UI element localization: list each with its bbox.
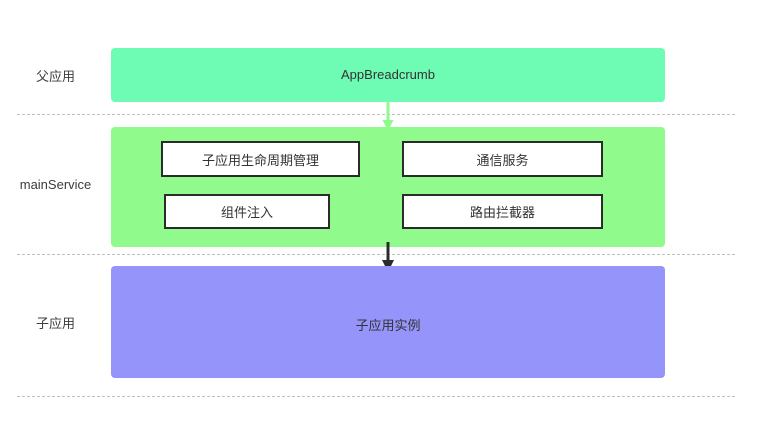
lane-divider-bottom xyxy=(17,396,735,397)
service-box-communication[interactable]: 通信服务 xyxy=(402,141,603,177)
lane-label-child-app: 子应用 xyxy=(35,316,75,331)
service-box-communication-label: 通信服务 xyxy=(476,152,529,168)
band-title-app-breadcrumb: AppBreadcrumb xyxy=(341,67,435,82)
service-box-route-guard-label: 路由拦截器 xyxy=(469,205,535,220)
band-child-app[interactable]: 子应用实例 xyxy=(111,266,665,378)
arrow-down-icon-parent-to-main xyxy=(382,101,394,131)
lane-divider-main-child xyxy=(17,254,735,255)
band-parent-app[interactable]: AppBreadcrumb xyxy=(111,48,665,102)
lane-label-parent-app: 父应用 xyxy=(35,69,75,84)
lane-divider-parent-main xyxy=(17,114,735,115)
band-main-service[interactable]: 子应用生命周期管理 通信服务 组件注入 路由拦截器 xyxy=(111,127,665,247)
lane-label-main-service: mainService xyxy=(19,177,92,192)
service-box-route-guard[interactable]: 路由拦截器 xyxy=(402,194,603,229)
service-box-component-injection-label: 组件注入 xyxy=(220,205,273,220)
band-title-child-app-instance: 子应用实例 xyxy=(355,318,421,333)
service-box-component-injection[interactable]: 组件注入 xyxy=(164,194,330,229)
service-box-lifecycle[interactable]: 子应用生命周期管理 xyxy=(161,141,360,177)
service-box-lifecycle-label: 子应用生命周期管理 xyxy=(201,152,319,168)
